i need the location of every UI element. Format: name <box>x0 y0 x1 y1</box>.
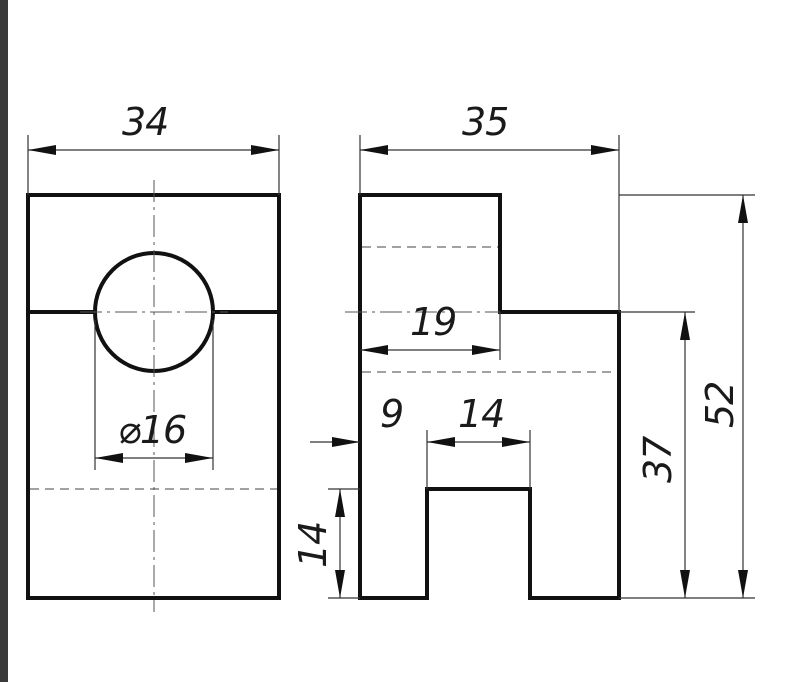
window-edge <box>0 0 8 682</box>
dim-37-arrow-top <box>680 312 690 340</box>
dim-19-arrow-left <box>360 345 388 355</box>
dim-14-arrow-left <box>427 437 455 447</box>
dim-35-label: 35 <box>462 100 508 144</box>
dim-9-arrow <box>332 437 360 447</box>
dim-16-label: ⌀16 <box>118 408 186 452</box>
dim-35-arrow-left <box>360 145 388 155</box>
dim-14v-label: 14 <box>291 522 335 568</box>
dim-34-label: 34 <box>122 100 168 144</box>
dim-34-arrow-right <box>251 145 279 155</box>
front-view: 34 ⌀16 <box>26 100 281 612</box>
dim-52-arrow-bottom <box>738 570 748 598</box>
dim-37-arrow-bottom <box>680 570 690 598</box>
side-view-outline <box>358 193 621 600</box>
dim-34-arrow-left <box>28 145 56 155</box>
dim-9-label: 9 <box>380 392 403 436</box>
dim-52-label: 52 <box>698 382 742 428</box>
side-view: 35 19 9 14 14 37 52 <box>291 100 755 600</box>
dim-16-arrow-right <box>185 453 213 463</box>
dim-52-arrow-top <box>738 195 748 223</box>
dim-19-label: 19 <box>410 300 456 344</box>
dim-14v-arrow-top <box>335 489 345 517</box>
dim-14-arrow-right <box>502 437 530 447</box>
dim-16-arrow-left <box>95 453 123 463</box>
dim-14-label: 14 <box>458 392 504 436</box>
dim-35-arrow-right <box>591 145 619 155</box>
dim-37-label: 37 <box>636 436 680 483</box>
dim-14v-arrow-bottom <box>335 570 345 598</box>
dim-19-arrow-right <box>472 345 500 355</box>
